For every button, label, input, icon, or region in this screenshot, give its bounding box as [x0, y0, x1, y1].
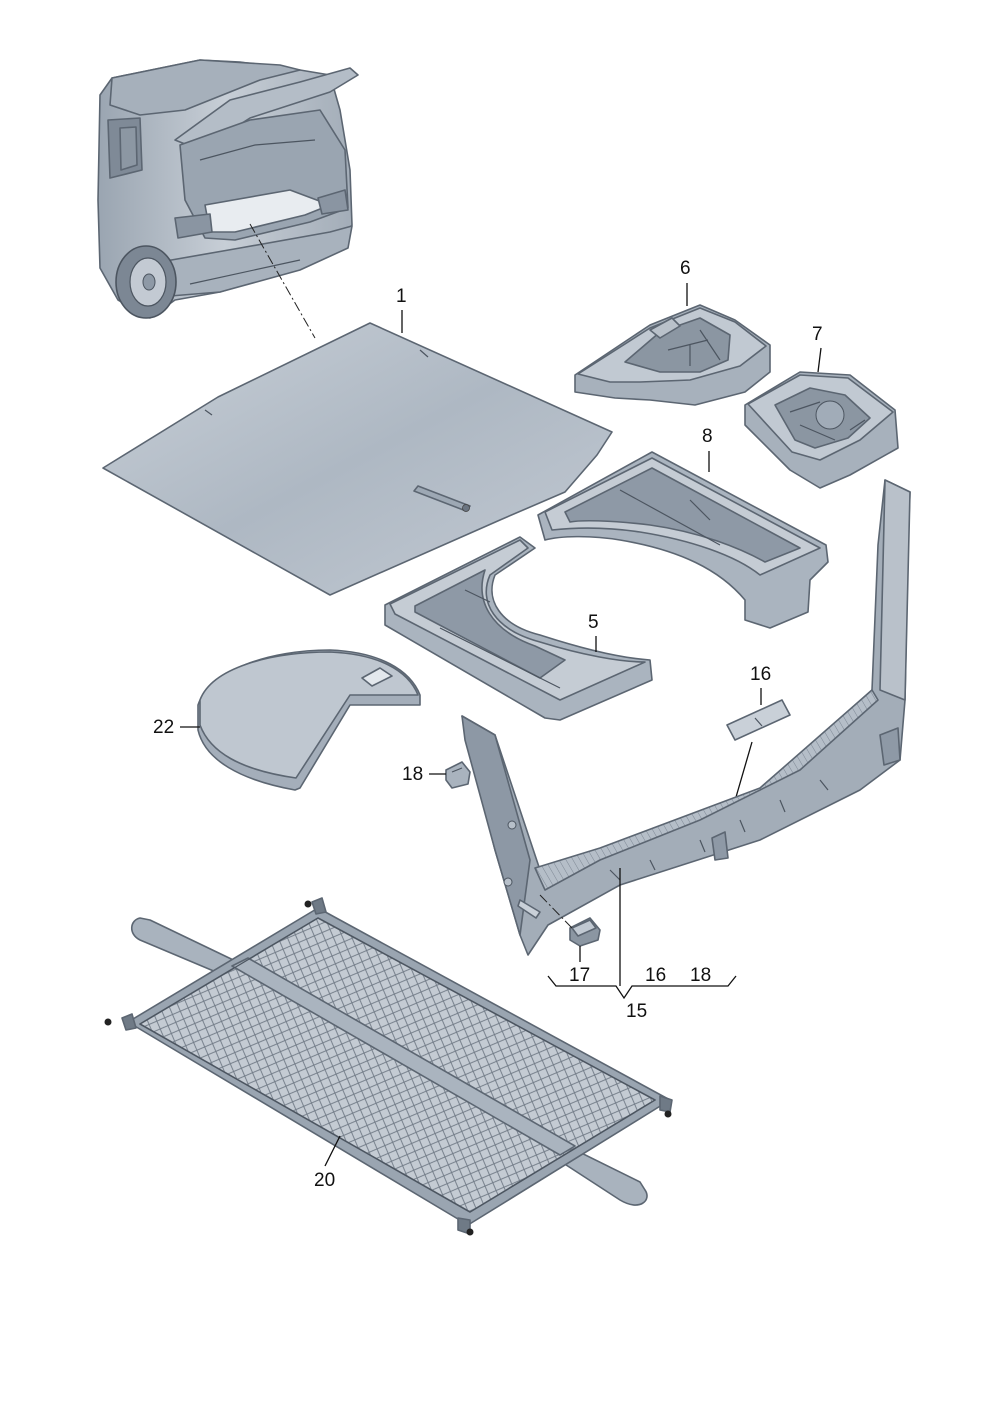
callout-label-18: 18	[402, 764, 423, 785]
callout-label-5: 5	[588, 612, 599, 633]
callout-label-16-bottom: 16	[645, 965, 666, 986]
part-5-foam-frame	[384, 536, 653, 721]
part-20-cargo-net	[104, 897, 673, 1236]
callout-label-7: 7	[812, 324, 823, 345]
part-15-trim-panel	[461, 479, 911, 956]
part-18-clip	[445, 761, 471, 789]
leader-line-20	[324, 1135, 341, 1167]
part-1-floor-mat	[102, 322, 613, 596]
callout-label-1: 1	[396, 286, 407, 307]
callout-label-18-bottom: 18	[690, 965, 711, 986]
callout-label-8: 8	[702, 426, 713, 447]
leader-line-1-dashed	[249, 223, 316, 339]
callout-label-20: 20	[314, 1170, 335, 1191]
part-8-foam-frame	[537, 451, 829, 629]
part-22-cover-panel	[197, 649, 421, 791]
part-6-foam-insert	[574, 304, 771, 406]
leader-line-7	[817, 347, 822, 373]
callout-label-16-top: 16	[750, 664, 771, 685]
vehicle-rear-illustration	[97, 59, 359, 319]
part-17-clip	[569, 917, 601, 947]
callout-label-22: 22	[153, 717, 174, 738]
callout-label-15: 15	[626, 1001, 647, 1022]
leader-line-17-dashed	[539, 894, 573, 929]
group-bracket-15	[547, 975, 737, 1000]
callout-label-17: 17	[569, 965, 590, 986]
callout-label-6: 6	[680, 258, 691, 279]
part-7-foam-insert	[744, 371, 899, 489]
part-16-clip-strip	[726, 699, 791, 741]
